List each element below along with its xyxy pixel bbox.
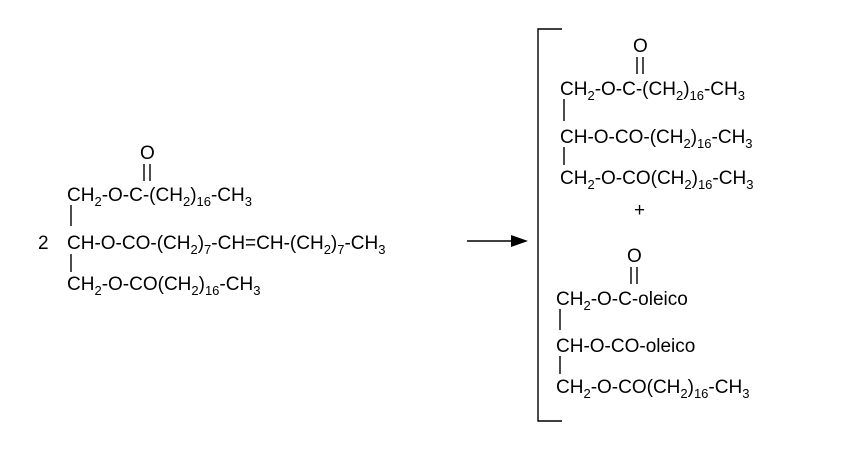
reactant-molecule: O CH2-O-C-(CH2)16-CH3 2 CH-O-CO-(CH2)7-C…	[38, 143, 386, 298]
product-1-carbonyl-oxygen: O	[633, 36, 648, 57]
reactant-row-1: CH2-O-C-(CH2)16-CH3	[67, 185, 252, 209]
products-bracket	[537, 28, 562, 422]
product-2-carbonyl-oxygen: O	[627, 246, 642, 267]
reactant-row-3: CH2-O-CO(CH2)16-CH3	[67, 274, 260, 298]
reactant-row-2: CH-O-CO-(CH2)7-CH=CH-(CH2)7-CH3	[67, 233, 386, 257]
product-2-molecule: O CH2-O-C-oleico CH-O-CO-oleico CH2-O-CO…	[556, 246, 749, 401]
product-1-row-1: CH2-O-C-(CH2)16-CH3	[560, 79, 745, 103]
reactant-coefficient: 2	[38, 233, 49, 254]
plus-sign: +	[634, 200, 645, 221]
reactant-carbonyl-oxygen: O	[140, 143, 155, 164]
product-1-row-3: CH2-O-CO(CH2)16-CH3	[560, 168, 753, 192]
product-1-molecule: O CH2-O-C-(CH2)16-CH3 CH-O-CO-(CH2)16-CH…	[560, 36, 753, 192]
product-2-row-1: CH2-O-C-oleico	[556, 289, 688, 313]
product-2-row-2: CH-O-CO-oleico	[556, 336, 695, 357]
reaction-arrow	[467, 235, 528, 247]
product-2-row-3: CH2-O-CO(CH2)16-CH3	[556, 377, 749, 401]
product-1-row-2: CH-O-CO-(CH2)16-CH3	[560, 127, 753, 151]
reaction-arrow-head	[511, 235, 528, 247]
